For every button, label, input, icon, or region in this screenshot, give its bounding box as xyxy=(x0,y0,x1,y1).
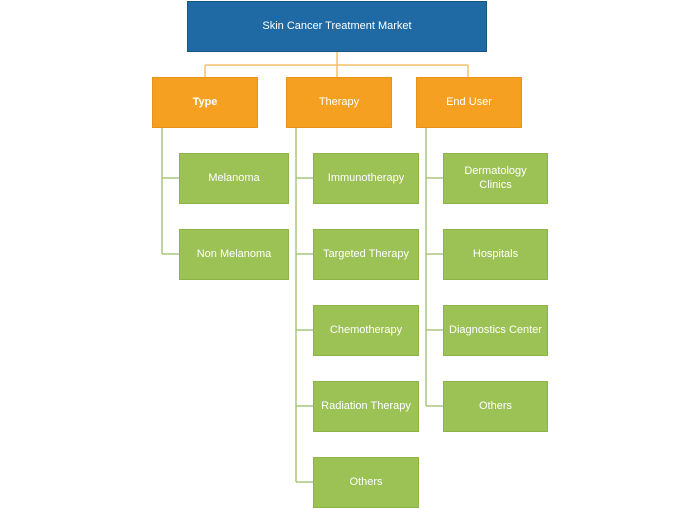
category-type: Type xyxy=(152,77,258,128)
leaf-enduser-others: Others xyxy=(443,381,548,432)
leaf-chemotherapy: Chemotherapy xyxy=(313,305,419,356)
leaf-therapy-others: Others xyxy=(313,457,419,508)
leaf-targeted-therapy: Targeted Therapy xyxy=(313,229,419,280)
category-end-user: End User xyxy=(416,77,522,128)
leaf-non-melanoma: Non Melanoma xyxy=(179,229,289,280)
leaf-dermatology-clinics: Dermatology Clinics xyxy=(443,153,548,204)
root-node: Skin Cancer Treatment Market xyxy=(187,1,487,52)
leaf-immunotherapy: Immunotherapy xyxy=(313,153,419,204)
leaf-radiation-therapy: Radiation Therapy xyxy=(313,381,419,432)
leaf-diagnostics-center: Diagnostics Center xyxy=(443,305,548,356)
leaf-melanoma: Melanoma xyxy=(179,153,289,204)
category-therapy: Therapy xyxy=(286,77,392,128)
leaf-hospitals: Hospitals xyxy=(443,229,548,280)
